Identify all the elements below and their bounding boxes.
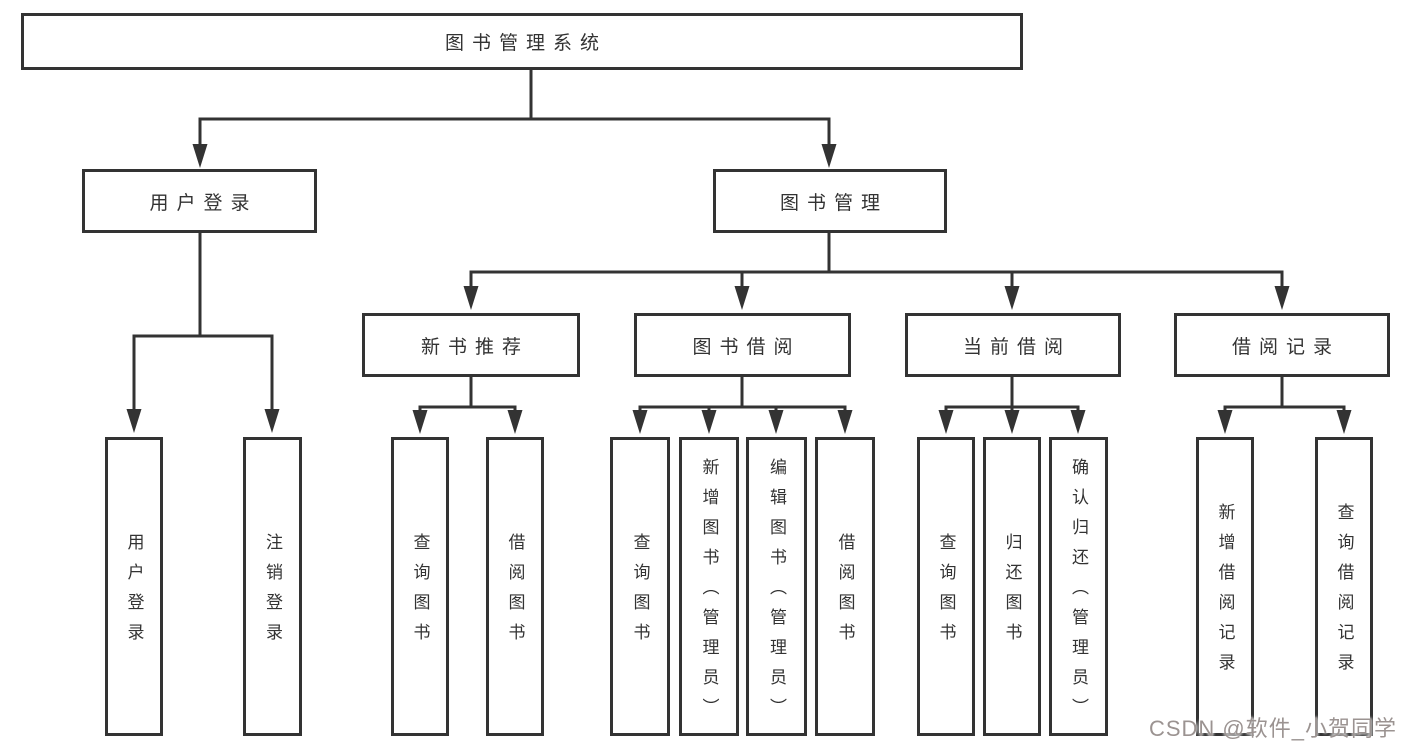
node-user-login: 用户登录 (82, 169, 317, 233)
leaf-logout: 注销登录 (243, 437, 302, 736)
leaf-nb-borrow-books-label: 借阅图书 (505, 533, 525, 653)
node-new-books-label: 新书推荐 (420, 336, 529, 358)
node-borrow-records: 借阅记录 (1174, 313, 1390, 377)
leaf-cb-confirm-return: 确认归还（管理员） (1049, 437, 1108, 736)
leaf-cb-return-books: 归还图书 (983, 437, 1041, 736)
node-current-borrow-label: 当前借阅 (962, 336, 1071, 358)
leaf-user-login: 用户登录 (105, 437, 163, 736)
leaf-bb-edit-books-label: 编辑图书（管理员） (767, 458, 786, 728)
csdn-watermark: CSDN @软件_小贺同学 (1148, 716, 1397, 741)
leaf-cb-return-books-label: 归还图书 (1002, 533, 1022, 653)
node-book-mgmt-label: 图书管理 (779, 192, 888, 214)
leaf-logout-label: 注销登录 (263, 533, 282, 653)
leaf-br-add-record-label: 新增借阅记录 (1215, 503, 1235, 683)
leaf-nb-query-books-label: 查询图书 (410, 533, 430, 653)
node-book-mgmt: 图书管理 (713, 169, 947, 233)
leaf-br-query-record: 查询借阅记录 (1315, 437, 1373, 736)
leaf-cb-query-books: 查询图书 (917, 437, 975, 736)
leaf-bb-edit-books: 编辑图书（管理员） (746, 437, 807, 736)
leaf-bb-query-books: 查询图书 (610, 437, 670, 736)
node-borrow-records-label: 借阅记录 (1231, 336, 1340, 358)
node-root: 图书管理系统 (21, 13, 1023, 70)
node-user-login-label: 用户登录 (149, 192, 258, 214)
leaf-cb-confirm-return-label: 确认归还（管理员） (1069, 458, 1088, 728)
leaf-cb-query-books-label: 查询图书 (936, 533, 956, 653)
leaf-bb-add-books: 新增图书（管理员） (679, 437, 739, 736)
node-current-borrow: 当前借阅 (905, 313, 1121, 377)
node-root-label: 图书管理系统 (444, 33, 607, 54)
node-new-books: 新书推荐 (362, 313, 580, 377)
leaf-br-query-record-label: 查询借阅记录 (1334, 503, 1354, 683)
leaf-bb-borrow-books: 借阅图书 (815, 437, 875, 736)
leaf-bb-query-books-label: 查询图书 (630, 533, 650, 653)
leaf-br-add-record: 新增借阅记录 (1196, 437, 1254, 736)
leaf-nb-query-books: 查询图书 (391, 437, 449, 736)
node-book-borrow: 图书借阅 (634, 313, 851, 377)
leaf-bb-borrow-books-label: 借阅图书 (835, 533, 855, 653)
leaf-bb-add-books-label: 新增图书（管理员） (699, 458, 719, 728)
leaf-nb-borrow-books: 借阅图书 (486, 437, 544, 736)
leaf-user-login-label: 用户登录 (124, 533, 144, 653)
node-book-borrow-label: 图书借阅 (692, 336, 801, 358)
